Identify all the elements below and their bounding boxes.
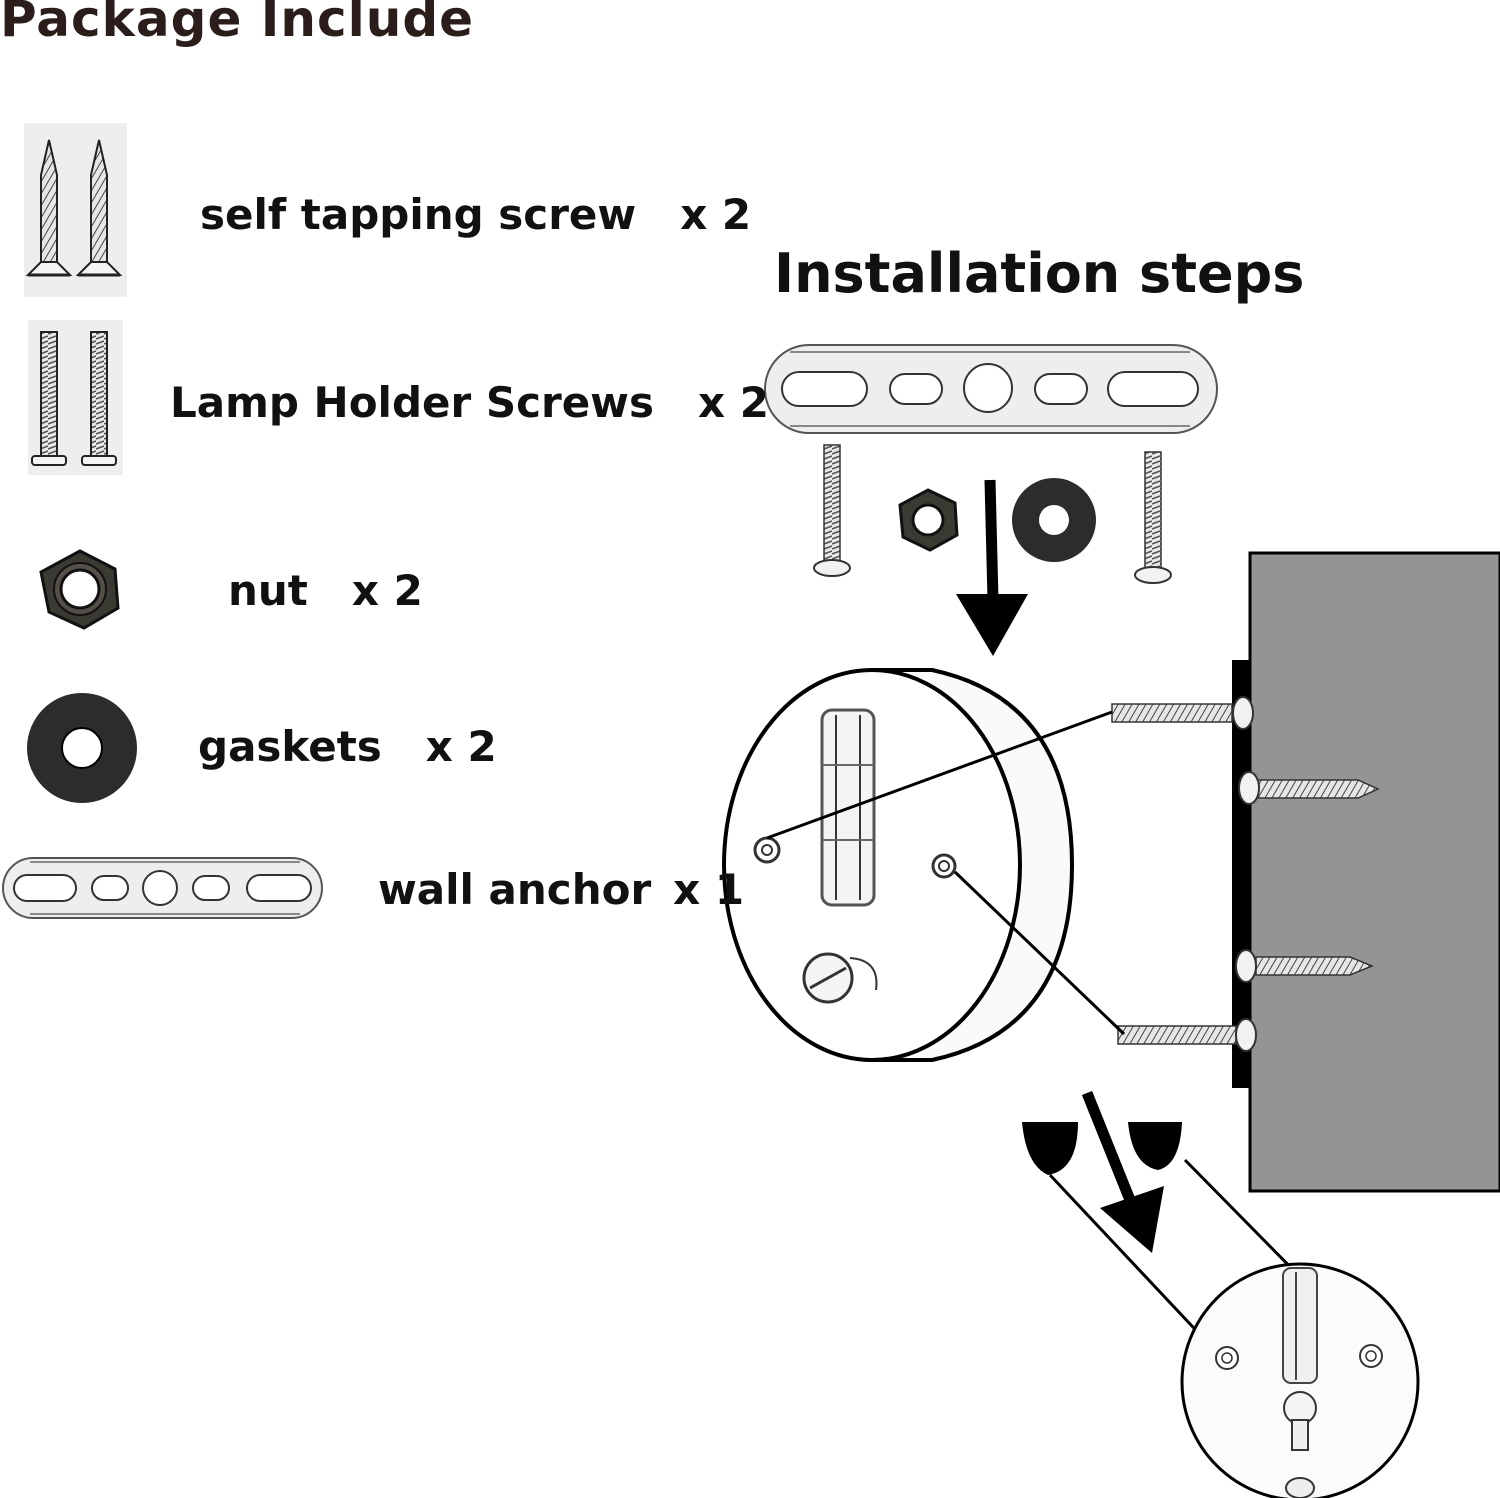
step-gasket — [1012, 478, 1096, 562]
mounting-bracket — [764, 344, 1218, 434]
step-nut — [898, 488, 959, 552]
machine-screw-right — [1134, 451, 1172, 584]
arrow-down-icon — [956, 479, 1028, 656]
canopy-plate — [722, 668, 1075, 1062]
arrow-diagonal-icon — [1081, 1090, 1164, 1253]
item-gaskets: gaskets x 2 — [198, 722, 497, 771]
mounted-canopy — [1180, 1262, 1420, 1498]
item-qty: x 2 — [697, 378, 769, 427]
wall-anchor-screw-2 — [1235, 949, 1374, 983]
leader-line-bottom — [953, 870, 1126, 1036]
item-name: nut — [228, 566, 308, 615]
leader-line-cap-left — [1048, 1173, 1224, 1360]
item-qty: x 1 — [673, 865, 745, 914]
item-lamp-holder-screws: Lamp Holder Screws x 2 — [170, 378, 769, 427]
item-self-tapping-screw: self tapping screw x 2 — [200, 190, 751, 239]
wall-anchor-bracket-icon — [2, 857, 323, 919]
item-name: self tapping screw — [200, 190, 637, 239]
item-nut: nut x 2 — [228, 566, 423, 615]
item-qty: x 2 — [351, 566, 423, 615]
item-name: gaskets — [198, 722, 382, 771]
machine-screw-left — [813, 444, 851, 577]
item-qty: x 2 — [425, 722, 497, 771]
item-name: Lamp Holder Screws — [170, 378, 654, 427]
wall — [1232, 551, 1500, 1193]
item-qty: x 2 — [680, 190, 752, 239]
decorative-cap-right — [1128, 1122, 1182, 1170]
item-wall-anchor: wall anchor x 1 — [378, 865, 744, 914]
installation-steps-title: Installation steps — [774, 242, 1305, 305]
lamp-holder-screw-icon — [28, 320, 123, 475]
wall-screw-top — [1111, 696, 1254, 730]
decorative-cap-left — [1022, 1122, 1078, 1175]
gasket-icon — [27, 693, 137, 803]
wall-anchor-screw-1 — [1238, 771, 1380, 805]
package-include-title: Package Include — [0, 0, 475, 48]
nut-icon — [39, 549, 120, 630]
leader-line-top — [766, 710, 1113, 840]
wall-screw-bottom — [1117, 1018, 1257, 1052]
item-name: wall anchor — [378, 865, 652, 914]
self-tapping-screw-icon — [24, 123, 127, 297]
